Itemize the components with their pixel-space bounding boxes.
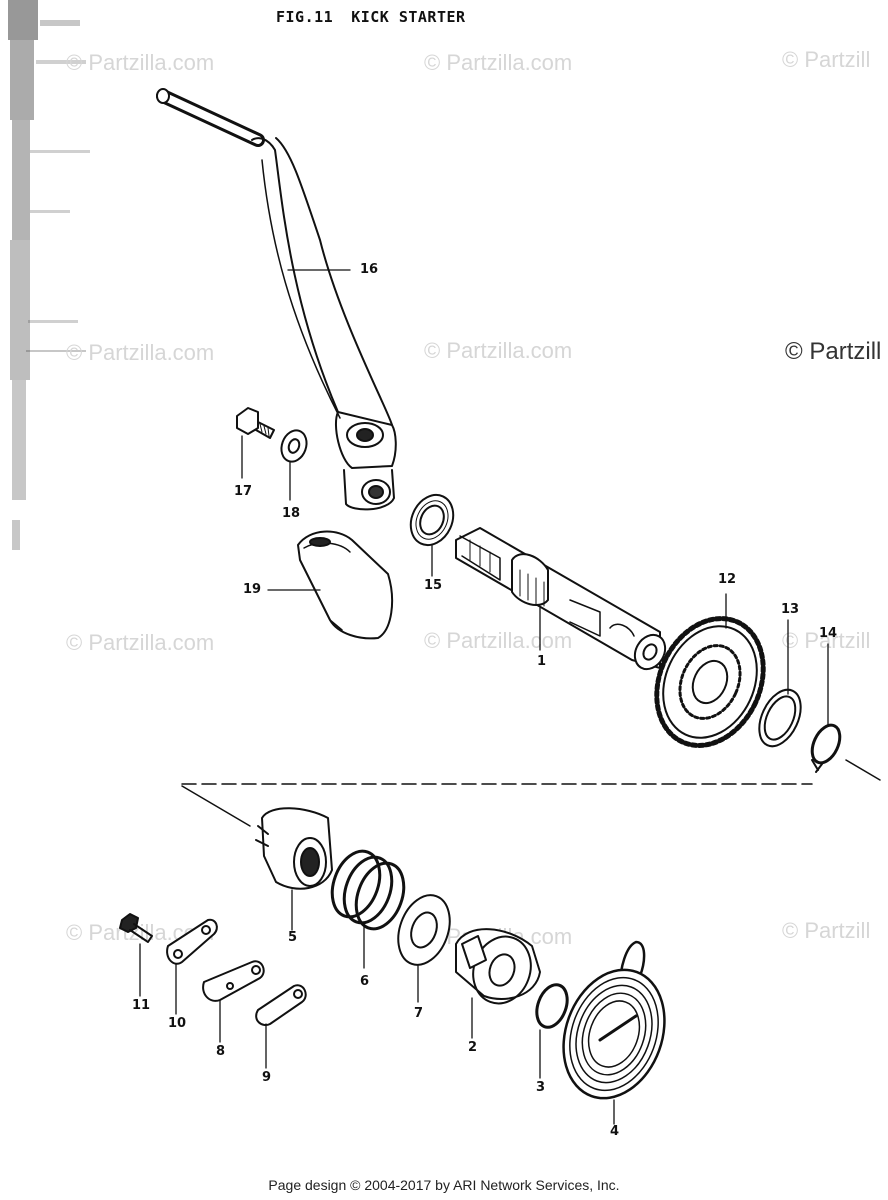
circlip-illustration [810, 723, 842, 773]
watermark: © Partzilla.com [424, 50, 573, 75]
boot-cover-illustration [297, 530, 394, 640]
callout-14[interactable]: 14 [819, 626, 838, 641]
page-footer: Page design © 2004-2017 by ARI Network S… [268, 1177, 620, 1193]
callout-13[interactable]: 13 [781, 602, 800, 617]
callout-9[interactable]: 9 [262, 1070, 272, 1085]
return-spring-illustration [562, 940, 666, 1100]
callout-19[interactable]: 19 [243, 582, 262, 597]
assembly-axis-line [181, 759, 881, 827]
callout-6[interactable]: 6 [360, 974, 370, 989]
kick-shaft-illustration [455, 527, 667, 671]
watermark: © Partzilla.com [66, 50, 215, 75]
kick-lever-illustration [156, 88, 397, 511]
callout-2[interactable]: 2 [468, 1040, 478, 1055]
callout-15[interactable]: 15 [424, 578, 443, 593]
figure-number: FIG.11 [276, 8, 334, 26]
leader-lines [139, 269, 829, 1125]
small-bolt-illustration [119, 913, 153, 943]
watermark: © Partzilla.com [66, 340, 215, 365]
callout-18[interactable]: 18 [282, 506, 301, 521]
watermark: © Partzill [782, 628, 871, 653]
callout-3[interactable]: 3 [536, 1080, 546, 1095]
ratchet-spring-illustration [330, 849, 406, 931]
callout-16[interactable]: 16 [360, 262, 379, 277]
guide-plate-illustration [202, 960, 265, 1002]
watermark: © Partzilla.com [424, 628, 573, 653]
callout-12[interactable]: 12 [718, 572, 737, 587]
figure-title: FIG.11 KICK STARTER [276, 8, 466, 26]
callout-17[interactable]: 17 [234, 484, 253, 499]
gear-illustration [654, 616, 766, 748]
watermark: © Partzilla.com [66, 630, 215, 655]
figure-name: KICK STARTER [351, 8, 466, 26]
stopper-plate-illustration [166, 918, 218, 965]
watermark: © Partzill [782, 918, 871, 943]
callout-10[interactable]: 10 [168, 1016, 187, 1031]
callout-4[interactable]: 4 [610, 1124, 620, 1139]
washer-illustration [280, 429, 308, 463]
callout-11[interactable]: 11 [132, 998, 151, 1013]
callout-7[interactable]: 7 [414, 1006, 424, 1021]
watermark: © Partzill [782, 47, 871, 72]
callout-8[interactable]: 8 [216, 1044, 226, 1059]
watermark: © Partzilla.com [424, 338, 573, 363]
callout-1[interactable]: 1 [537, 654, 547, 669]
bolt-illustration [236, 407, 275, 439]
oil-seal-illustration [409, 493, 455, 547]
ratchet-guide-illustration [255, 807, 333, 890]
lock-plate-illustration [255, 984, 307, 1026]
thrust-washer-illustration [758, 688, 802, 748]
ratchet-circlip-illustration [535, 983, 569, 1029]
kick-ratchet-illustration [455, 928, 541, 1005]
watermark: © Partzill [785, 338, 882, 365]
callout-5[interactable]: 5 [288, 930, 298, 945]
spring-washer-illustration [397, 894, 451, 966]
